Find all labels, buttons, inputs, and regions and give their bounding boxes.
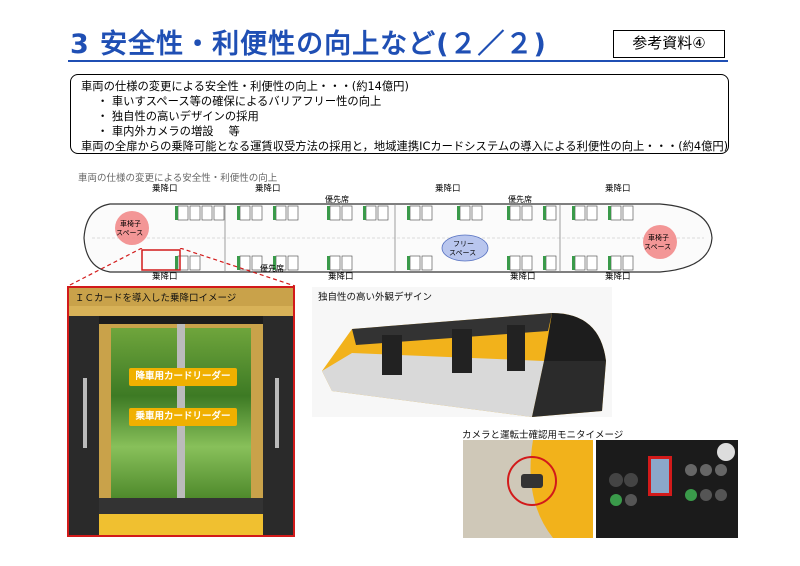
seat-marker-group	[175, 206, 611, 270]
summary-line-1: 車両の仕様の変更による安全性・利便性の向上・・・(約14億円)	[81, 80, 409, 93]
door-label: 乗降口	[152, 183, 178, 194]
door-label: 乗降口	[510, 271, 536, 280]
door-label: 乗降口	[605, 183, 631, 194]
wheelchair-space-label: スペース	[644, 243, 671, 251]
free-space-marker	[441, 234, 489, 262]
door-label: 乗降口	[605, 271, 631, 280]
priority-seat-label: 優先席	[260, 263, 284, 273]
wheelchair-space-marker	[115, 211, 149, 245]
summary-box: 車両の仕様の変更による安全性・利便性の向上・・・(約14億円) ・ 車いすスペー…	[70, 74, 729, 154]
reference-label: 参考資料④	[613, 30, 725, 58]
summary-bullet: ・ 独自性の高いデザインの採用	[97, 110, 259, 123]
driver-monitor-photo	[596, 440, 738, 538]
wheelchair-space-label: 車椅子	[120, 219, 141, 228]
exterior-camera-photo	[463, 440, 593, 538]
entry-card-reader-label: 乗車用カードリーダー	[129, 408, 237, 426]
summary-bullet: ・ 車いすスペース等の確保によるバリアフリー性の向上	[97, 95, 382, 108]
wheelchair-space-label: スペース	[116, 229, 143, 237]
title-underline	[68, 60, 728, 62]
ic-image-caption: ＩＣカードを導入した乗降口イメージ	[75, 293, 237, 304]
summary-line-2: 車両の全扉からの乗降可能となる運賃収受方法の採用と，地域連携ICカードシステムの…	[81, 140, 729, 153]
camera-highlight	[507, 456, 557, 506]
priority-seat-label: 優先席	[508, 194, 532, 204]
exterior-design-image: 独自性の高い外観デザイン	[312, 287, 612, 417]
free-space-label: フリー	[453, 240, 474, 248]
ic-door-image: ＩＣカードを導入した乗降口イメージ 降車用カードリーダー 乗車用カードリーダー	[67, 286, 295, 537]
exit-card-reader-label: 降車用カードリーダー	[129, 368, 237, 386]
summary-bullet: ・ 車内外カメラの増設 等	[97, 125, 240, 138]
tram-illustration	[322, 313, 606, 417]
camera-image-caption: カメラと運転士確認用モニタイメージ	[462, 430, 624, 441]
door-label: 乗降口	[328, 271, 354, 280]
detail-connector	[67, 248, 296, 287]
floor-plan: 乗降口 乗降口 乗降口 乗降口 優先席 優先席	[83, 183, 713, 280]
free-space-label: スペース	[449, 249, 476, 257]
exterior-image-caption: 独自性の高い外観デザイン	[318, 292, 433, 303]
plan-title: 車両の仕様の変更による安全性・利便性の向上	[78, 173, 278, 184]
highlighted-door	[141, 249, 181, 271]
door-label: 乗降口	[255, 183, 281, 194]
wheelchair-space-marker	[643, 225, 677, 259]
door-label: 乗降口	[435, 183, 461, 194]
priority-seat-label: 優先席	[325, 194, 349, 204]
wheelchair-space-label: 車椅子	[648, 233, 669, 242]
door-label: 乗降口	[152, 271, 178, 280]
page-title: 3 安全性・利便性の向上など(２／２)	[70, 29, 547, 60]
